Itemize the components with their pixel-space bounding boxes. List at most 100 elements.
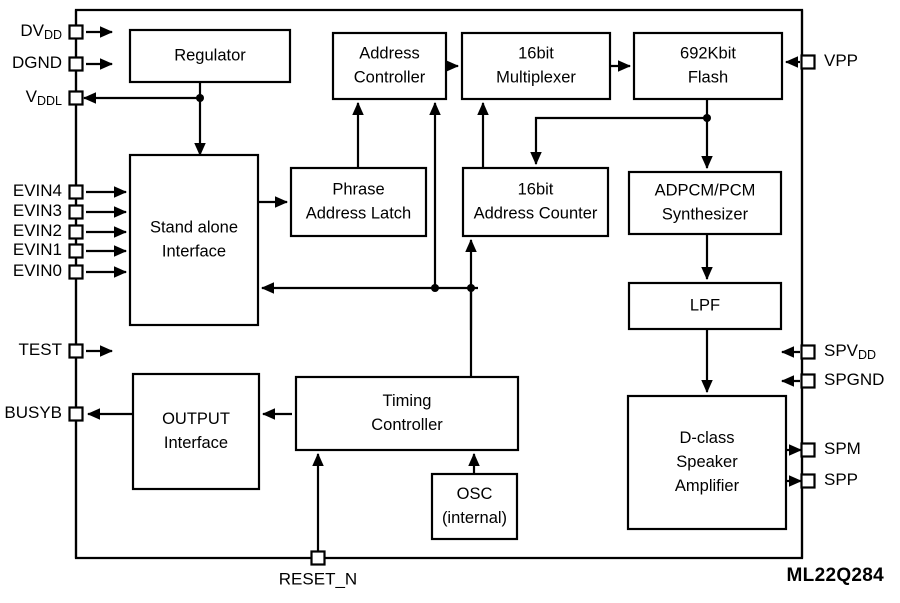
pins-layer: DVDDDGNDVDDLEVIN4EVIN3EVIN2EVIN1EVIN0TES… (4, 21, 884, 588)
block-label-adpcm_pcm: ADPCM/PCM (655, 181, 756, 199)
pin-label-sub-spvdd: DD (858, 348, 876, 362)
wire-group-right-pins (780, 10, 804, 558)
pin-label-sub-dvdd: DD (44, 28, 62, 42)
block-adpcm_pcm: ADPCM/PCM Synthesizer (627, 170, 783, 236)
pin-label-main-evin0: EVIN0 (13, 261, 62, 280)
block-rect-address_counter (461, 166, 610, 238)
wire-group-control-bus (260, 238, 478, 377)
block-label-flash: Flash (688, 68, 728, 86)
pin-reset_n[interactable]: RESET_N (279, 550, 357, 589)
pin-evin0[interactable]: EVIN0 (13, 261, 84, 280)
block-rect-stand_alone (128, 153, 260, 327)
block-label-timing_ctrl: Controller (371, 416, 443, 434)
block-label-lpf: LPF (690, 296, 720, 314)
pin-square-test[interactable] (68, 343, 84, 359)
pin-label-evin2: EVIN2 (13, 221, 62, 240)
pin-busyb[interactable]: BUSYB (4, 403, 84, 422)
pin-label-main-evin2: EVIN2 (13, 221, 62, 240)
block-label-phrase_latch: Address Latch (306, 204, 411, 222)
junction-bus-a (431, 284, 439, 292)
pin-evin3[interactable]: EVIN3 (13, 201, 84, 220)
pin-spm[interactable]: SPM (800, 439, 861, 458)
pin-square-evin4[interactable] (68, 184, 84, 200)
pin-label-dvdd: DVDD (20, 21, 62, 42)
pin-label-main-vpp: VPP (824, 51, 858, 70)
block-label-multiplexer: Multiplexer (496, 68, 576, 86)
block-rect-phrase_latch (289, 166, 428, 238)
pin-square-vddl[interactable] (68, 90, 84, 106)
pin-label-vpp: VPP (824, 51, 858, 70)
pin-square-spgnd[interactable] (800, 373, 816, 389)
block-label-dclass_amp: Amplifier (675, 477, 740, 495)
wire-group-addr-feeds (352, 101, 489, 288)
block-label-dclass_amp: D-class (679, 429, 734, 447)
pin-label-evin3: EVIN3 (13, 201, 62, 220)
pin-dvdd[interactable]: DVDD (20, 21, 84, 42)
wire-group-top-chain (445, 56, 800, 72)
pin-label-busyb: BUSYB (4, 403, 62, 422)
pin-label-evin1: EVIN1 (13, 240, 62, 259)
block-label-output_iface: Interface (164, 434, 228, 452)
pin-label-test: TEST (19, 340, 62, 359)
pin-evin4[interactable]: EVIN4 (13, 181, 84, 200)
pin-square-reset_n[interactable] (310, 550, 326, 566)
block-rect-multiplexer (460, 31, 612, 101)
block-label-timing_ctrl: Timing (383, 392, 432, 410)
block-rect-regulator (128, 28, 292, 84)
pin-square-busyb[interactable] (68, 406, 84, 422)
block-regulator: Regulator (128, 28, 292, 84)
pin-square-evin0[interactable] (68, 264, 84, 280)
pin-square-evin3[interactable] (68, 204, 84, 220)
pin-label-main-test: TEST (19, 340, 62, 359)
block-rect-timing_ctrl (294, 375, 520, 452)
pin-test[interactable]: TEST (19, 340, 84, 359)
pin-square-spp[interactable] (800, 473, 816, 489)
block-label-regulator: Regulator (174, 46, 246, 64)
pin-square-spvdd[interactable] (800, 344, 816, 360)
pin-label-main-evin3: EVIN3 (13, 201, 62, 220)
pin-label-main-spm: SPM (824, 439, 861, 458)
pin-spgnd[interactable]: SPGND (800, 370, 885, 389)
pin-label-dgnd: DGND (12, 53, 62, 72)
block-label-adpcm_pcm: Synthesizer (662, 205, 749, 223)
block-label-osc: OSC (457, 485, 493, 503)
pin-label-main-evin1: EVIN1 (13, 240, 62, 259)
block-output_iface: OUTPUT Interface (131, 372, 261, 491)
pin-label-sub-vddl: DDL (37, 94, 62, 108)
block-label-output_iface: OUTPUT (162, 410, 230, 428)
pin-square-dgnd[interactable] (68, 56, 84, 72)
pin-label-main-evin4: EVIN4 (13, 181, 62, 200)
block-label-address_counter: Address Counter (474, 204, 598, 222)
pin-label-spgnd: SPGND (824, 370, 884, 389)
pin-vpp[interactable]: VPP (800, 51, 859, 70)
block-rect-lpf (627, 281, 783, 331)
pin-square-vpp[interactable] (800, 54, 816, 70)
wire-flash-to-addrcounter (530, 116, 707, 166)
pin-dgnd[interactable]: DGND (12, 53, 84, 72)
pin-square-evin1[interactable] (68, 243, 84, 259)
pin-square-evin2[interactable] (68, 224, 84, 240)
pin-label-evin0: EVIN0 (13, 261, 62, 280)
pin-label-main-dvdd: DV (20, 21, 44, 40)
block-lpf: LPF (627, 281, 783, 331)
block-rect-adpcm_pcm (627, 170, 783, 236)
pin-label-spp: SPP (824, 470, 858, 489)
pin-square-spm[interactable] (800, 442, 816, 458)
pin-label-main-vddl: V (26, 87, 38, 106)
pin-evin1[interactable]: EVIN1 (13, 240, 84, 259)
pin-vddl[interactable]: VDDL (26, 87, 84, 108)
pin-spvdd[interactable]: SPVDD (800, 341, 877, 362)
pin-evin2[interactable]: EVIN2 (13, 221, 84, 240)
block-label-multiplexer: 16bit (518, 44, 554, 62)
pin-square-dvdd[interactable] (68, 24, 84, 40)
block-label-phrase_latch: Phrase (332, 180, 384, 198)
block-label-address_counter: 16bit (518, 180, 554, 198)
pin-spp[interactable]: SPP (800, 470, 859, 489)
pin-label-main-busyb: BUSYB (4, 403, 62, 422)
